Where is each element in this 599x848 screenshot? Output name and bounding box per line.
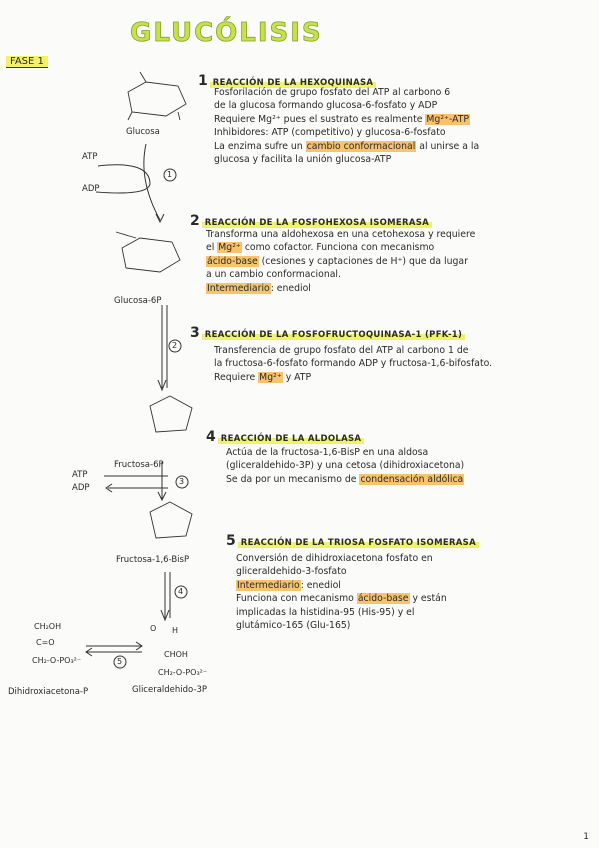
step3-body: Transferencia de grupo fosfato del ATP a… [214, 345, 493, 383]
dhap-label: Dihidroxiacetona-P [8, 687, 89, 697]
dhap-co: C=O [36, 638, 55, 647]
step-circle-4: 4 [178, 587, 184, 596]
fructose6p-label: Fructosa-6P [114, 460, 164, 470]
fructose-bisp-label: Fructosa-1,6-BisP [116, 555, 190, 565]
g3p-h: H [172, 626, 179, 635]
step5-body: Conversión de dihidroxiacetona fosfato e… [236, 553, 447, 632]
glucose6p-label: Glucosa-6P [114, 296, 162, 306]
page-number: 1 [583, 832, 589, 842]
adp-label-step3: ADP [72, 483, 90, 493]
glucose6p-structure [115, 231, 181, 273]
atp-label-step3: ATP [72, 470, 88, 480]
dhap-ch2opo3: CH₂-O-PO₃²⁻ [32, 656, 82, 665]
step2-body: Transforma una aldohexosa en una cetohex… [206, 229, 476, 294]
step1-body: Fosforilación de grupo fosfato del ATP a… [214, 87, 480, 166]
g3p-ch2opo3: CH₂-O-PO₃²⁻ [158, 668, 208, 677]
fructose6p-structure [149, 395, 193, 433]
step3-arrow [104, 462, 168, 502]
page-title: GLUCÓLISIS [130, 18, 323, 49]
atp-label-step1: ATP [82, 152, 98, 162]
step5-arrow [85, 641, 143, 657]
step2-arrow [157, 305, 168, 392]
phase-label: FASE 1 [6, 56, 48, 68]
dhap-ch2oh: CH₂OH [34, 622, 62, 631]
step4-body: Actúa de la fructosa-1,6-BisP en una ald… [226, 447, 465, 485]
glucose-structure [127, 71, 187, 121]
fructose-bisp-structure [149, 501, 193, 539]
step4-arrow [160, 572, 171, 622]
step-circle-1: 1 [167, 170, 173, 179]
g3p-choh: CHOH [164, 650, 188, 659]
step-circle-2: 2 [172, 341, 178, 350]
g3p-o: O [150, 624, 157, 633]
g3p-label: Gliceraldehido-3P [132, 685, 208, 695]
step-circle-5: 5 [117, 657, 123, 666]
adp-label-step1: ADP [82, 184, 100, 194]
glucose-label: Glucosa [126, 127, 160, 137]
step1-arrow [95, 143, 165, 224]
step-circle-3: 3 [179, 477, 185, 486]
